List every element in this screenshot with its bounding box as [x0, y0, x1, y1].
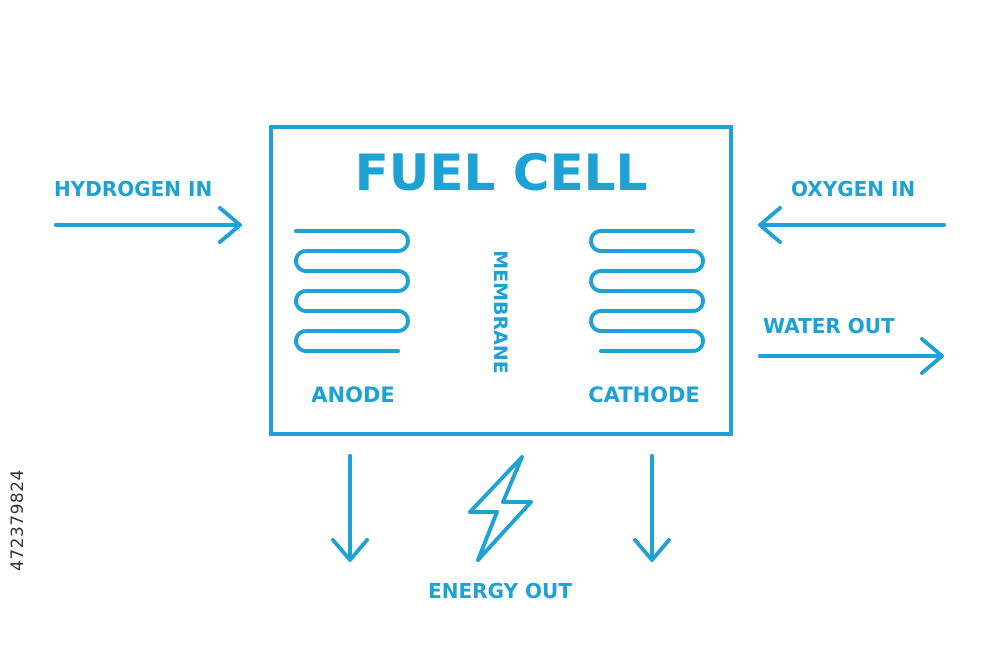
- anode-coil-icon: [294, 229, 410, 353]
- side-id-number: 472379824: [8, 469, 28, 571]
- water-out-arrow: [758, 337, 944, 375]
- anode-energy-arrow: [331, 454, 369, 562]
- cathode-energy-arrow: [633, 454, 671, 562]
- water-out-label: WATER OUT: [763, 314, 895, 338]
- energy-out-label: ENERGY OUT: [428, 579, 572, 603]
- lightning-bolt-icon: [468, 455, 533, 562]
- fuel-cell-box: [269, 125, 733, 436]
- cathode-label: CATHODE: [588, 383, 700, 407]
- oxygen-in-label: OXYGEN IN: [791, 177, 915, 201]
- anode-label: ANODE: [311, 383, 394, 407]
- cathode-coil-icon: [589, 229, 705, 353]
- hydrogen-in-label: HYDROGEN IN: [54, 177, 212, 201]
- hydrogen-in-arrow: [54, 206, 242, 244]
- membrane-label: MEMBRANE: [489, 250, 511, 374]
- oxygen-in-arrow: [758, 206, 946, 244]
- diagram-title: FUEL CELL: [355, 144, 648, 202]
